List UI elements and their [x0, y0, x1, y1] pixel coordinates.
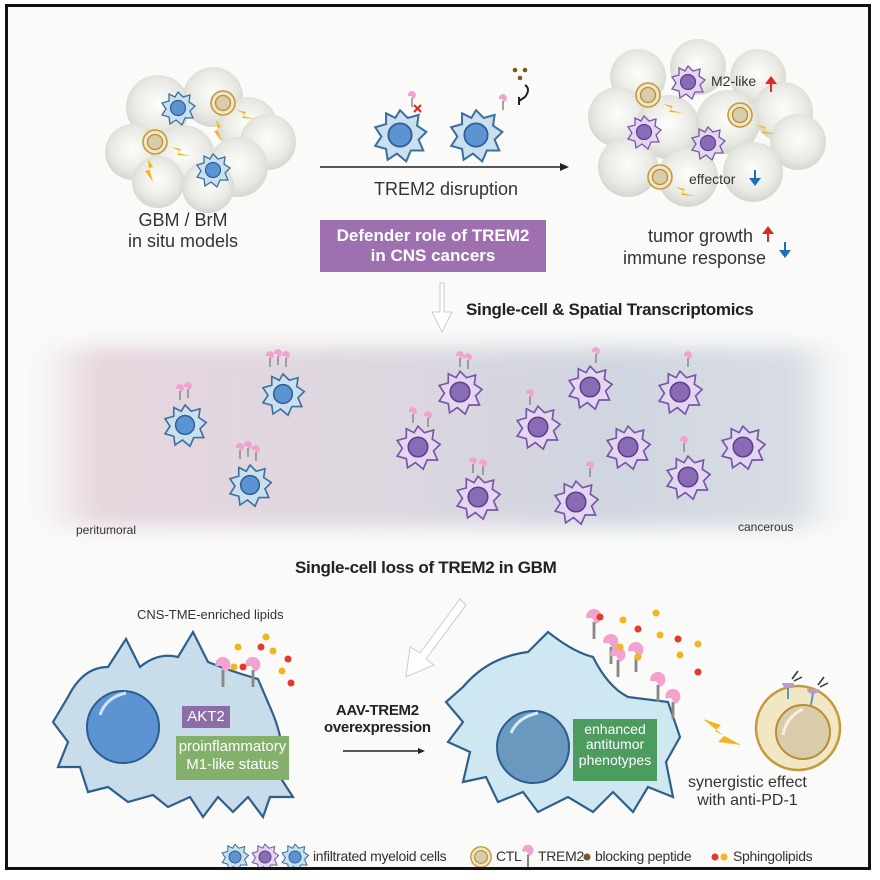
- legend-trem2-label: TREM2: [538, 848, 584, 864]
- synergy-label: synergistic effect with anti-PD-1: [688, 774, 807, 810]
- trem2-loss-label: Single-cell loss of TREM2 in GBM: [295, 558, 557, 577]
- down-arrow-icon: [779, 242, 791, 258]
- bolt-icon: [145, 159, 153, 182]
- diagram-canvas: [33, 39, 853, 867]
- disruption-label: TREM2 disruption: [374, 179, 519, 199]
- antitumor-phenotypes-box: enhanced antitumor phenotypes: [573, 719, 657, 781]
- blocking-peptide-dot: [522, 67, 528, 73]
- bolt-icon: [703, 719, 741, 745]
- ctl-icon: [210, 90, 236, 116]
- ctl-icon: [647, 164, 673, 190]
- legend-blocking-peptide-icon: [583, 853, 591, 861]
- lipid-dots-right: [596, 609, 702, 676]
- tumor-growth-label: tumor growth: [648, 226, 754, 246]
- inhibition-arrow-icon: [518, 84, 529, 105]
- ctl-large: [754, 670, 842, 772]
- legend-icons: [221, 843, 728, 867]
- legend-myeloid-label: infiltrated myeloid cells: [313, 848, 447, 864]
- legend-sphingolipids-label: Sphingolipids: [733, 848, 813, 864]
- lipids-label: CNS-TME-enriched lipids: [137, 607, 284, 622]
- disrupted-tumor-cluster: [588, 39, 826, 207]
- flow-arrow-diagonal: [405, 598, 467, 678]
- m1-status-box: proinflammatory M1-like status: [176, 736, 289, 780]
- blocking-peptide-dot: [517, 75, 523, 81]
- legend-purple-myeloid-icon: [251, 843, 280, 867]
- models-label: GBM / BrM in situ models: [128, 210, 239, 251]
- cancerous-label: cancerous: [738, 520, 794, 534]
- ctl-icon: [142, 129, 168, 155]
- gbm-brm-tumor-cluster: [105, 67, 296, 213]
- bolt-icon: [214, 120, 222, 142]
- up-arrow-icon: [765, 76, 777, 92]
- graphical-abstract: GBM / BrM in situ models TREM2 disruptio…: [5, 4, 871, 870]
- effector-label: effector: [689, 171, 736, 187]
- peritumoral-label: peritumoral: [76, 523, 137, 537]
- legend-trem2-icon: [521, 843, 535, 867]
- ctl-icon: [727, 102, 753, 128]
- m2-like-label: M2-like: [711, 73, 757, 89]
- legend-sphingolipid-red-icon: [711, 853, 719, 861]
- treatment-label: AAV-TREM2 overexpression: [324, 702, 431, 737]
- knockout-x-icon: [413, 104, 422, 113]
- legend-ctl-icon: [470, 846, 492, 867]
- lipid-dots-left: [230, 633, 295, 687]
- akt2-box: AKT2: [182, 706, 230, 728]
- legend-blue-myeloid-icon: [221, 843, 250, 867]
- transcriptomics-label: Single-cell & Spatial Transcriptomics: [466, 300, 754, 319]
- down-arrow-icon: [749, 170, 761, 186]
- spatial-band: [33, 347, 853, 527]
- trem2-receptor-icon: [498, 93, 508, 111]
- blocking-peptide-dot: [512, 67, 518, 73]
- up-arrow-icon: [762, 226, 774, 242]
- trem2-disruption-cells: [374, 67, 529, 163]
- ctl-icon: [635, 82, 661, 108]
- legend-lightblue-myeloid-icon: [281, 843, 310, 867]
- defender-role-box: Defender role of TREM2 in CNS cancers: [320, 220, 546, 272]
- legend-blocking-label: blocking peptide: [595, 848, 692, 864]
- flow-arrow-down: [431, 282, 453, 334]
- immune-response-label: immune response: [623, 248, 767, 268]
- legend-ctl-label: CTL: [496, 848, 522, 864]
- legend-sphingolipid-yellow-icon: [720, 853, 728, 861]
